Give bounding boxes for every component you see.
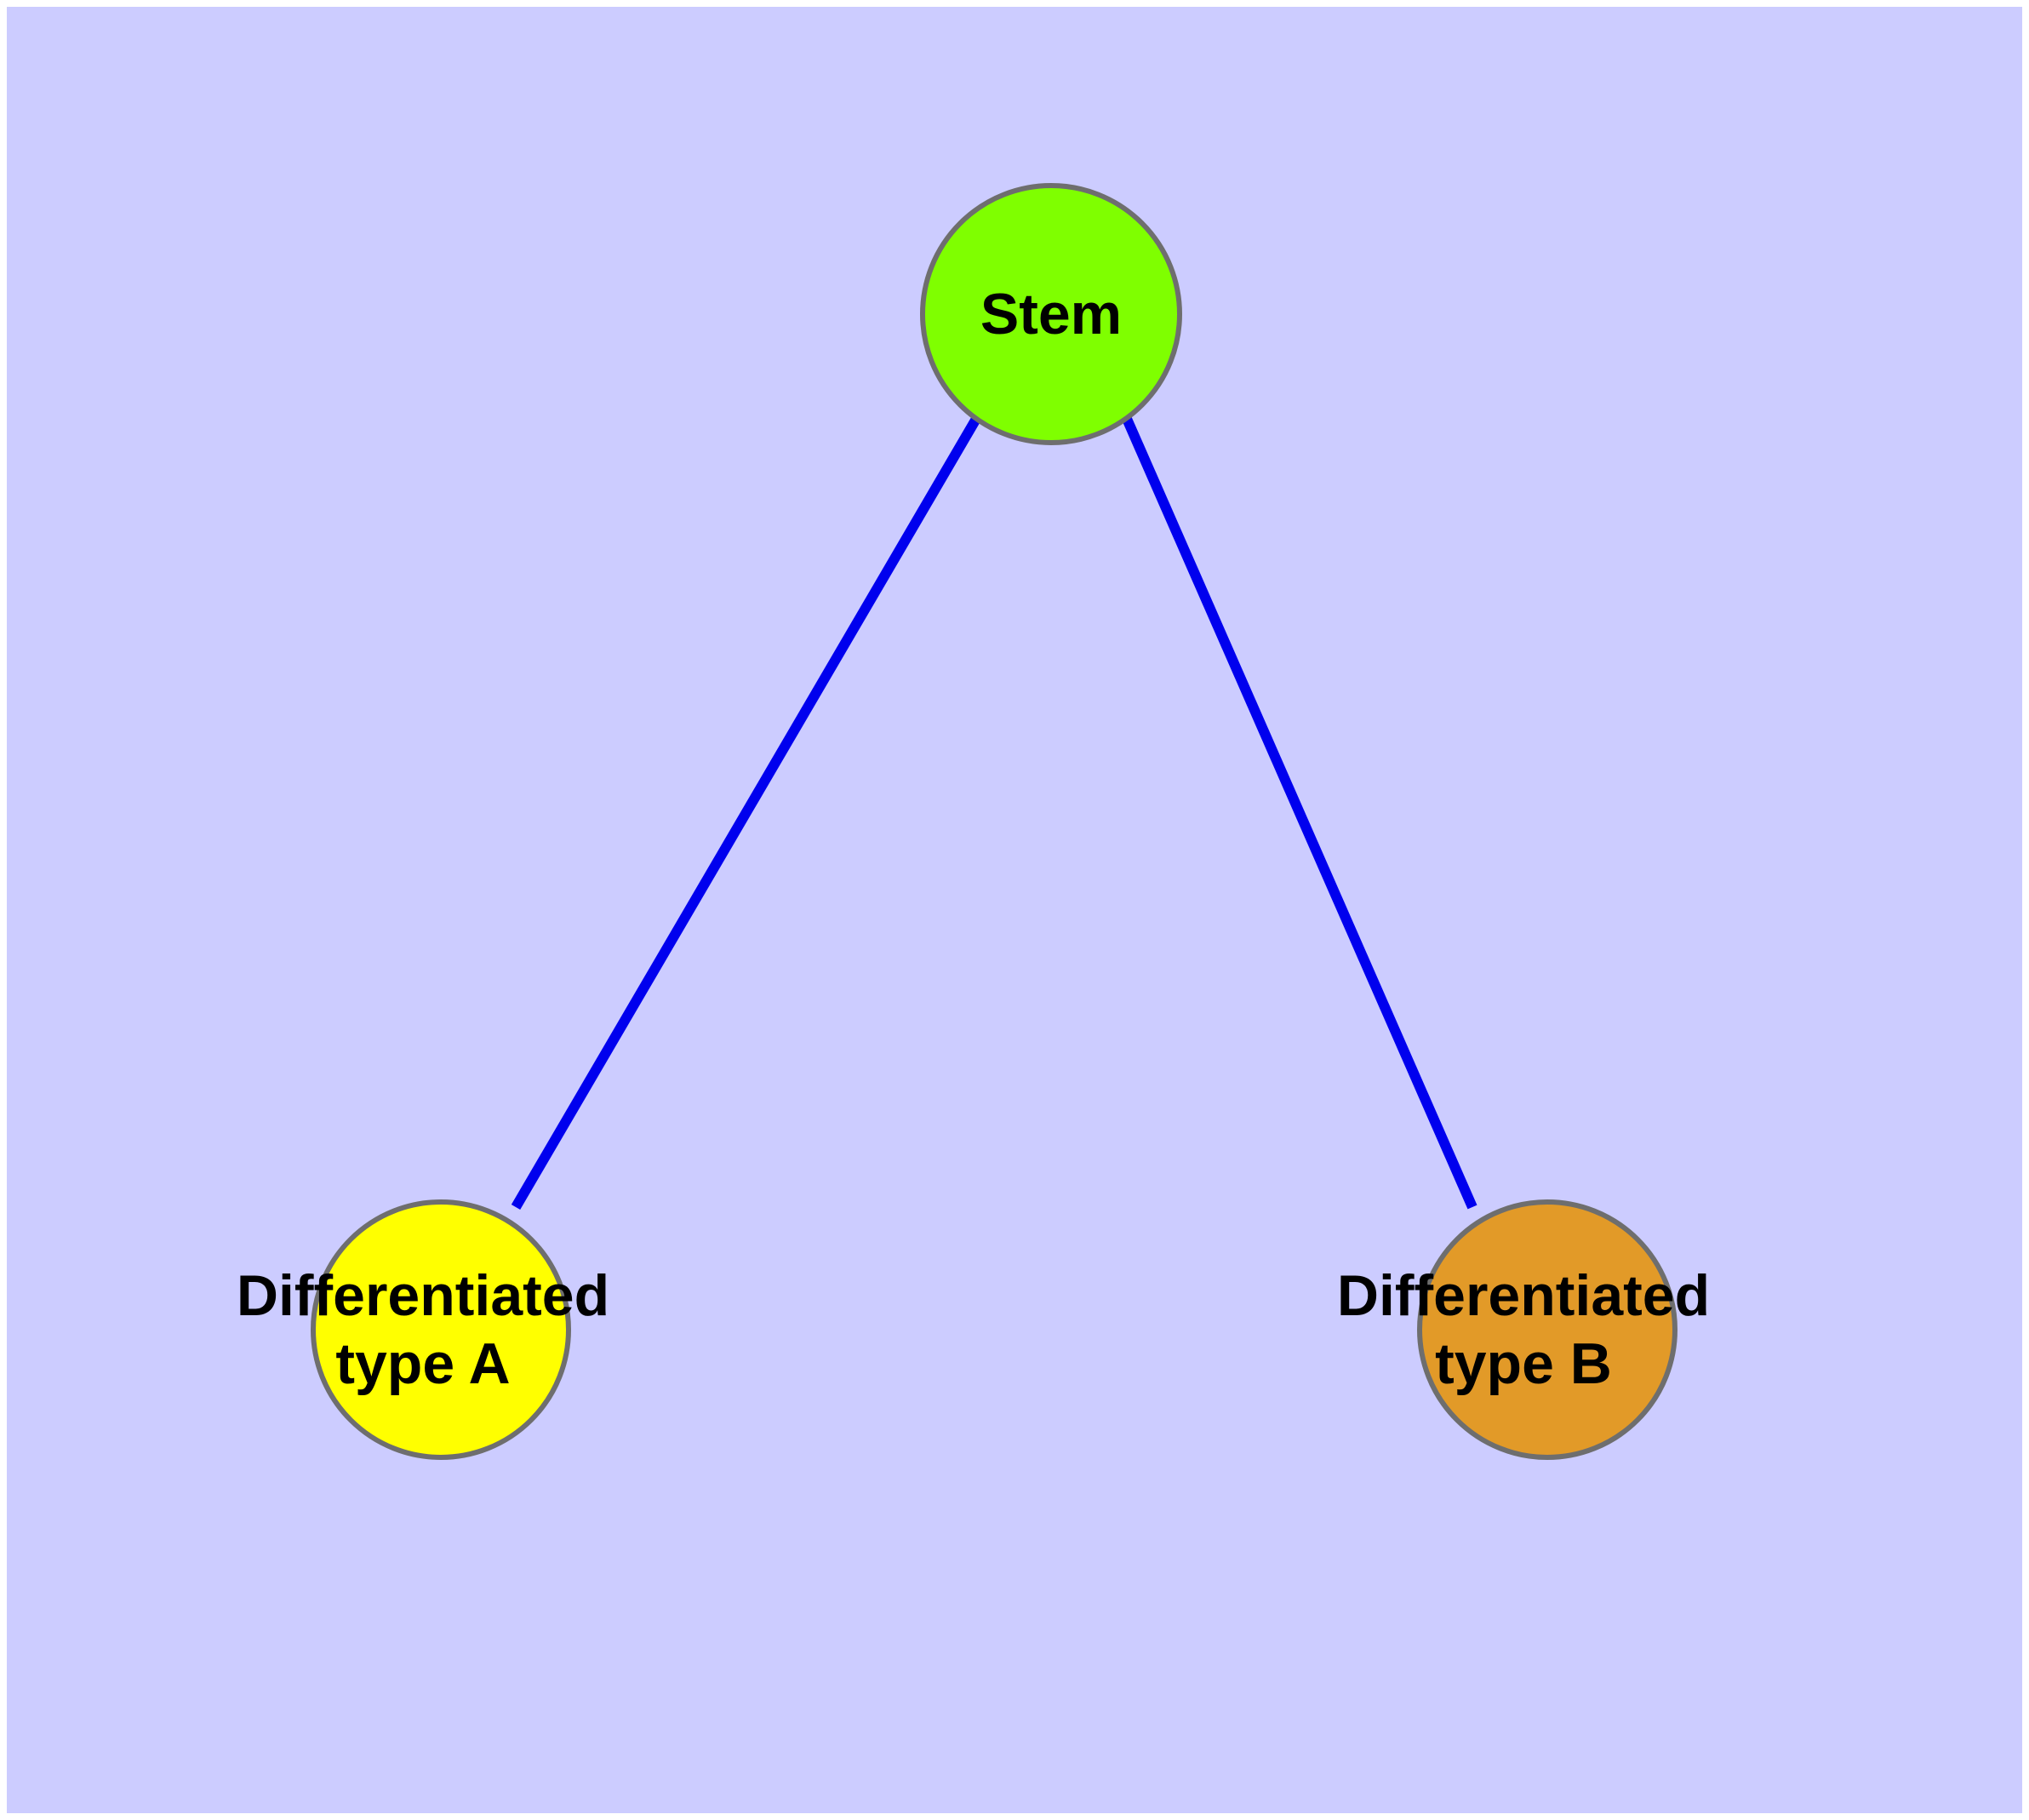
label-line: Differentiated xyxy=(237,1263,609,1328)
edge-stem-to-differentiated-type-b[interactable] xyxy=(1122,416,1477,1210)
node-differentiated-type-b-circle[interactable] xyxy=(1417,1199,1677,1460)
label-line: type B xyxy=(1435,1331,1612,1396)
node-stem-label: Stem xyxy=(980,282,1122,346)
node-differentiated-type-a-circle[interactable] xyxy=(311,1199,571,1460)
edge-stem-to-differentiated-type-a[interactable] xyxy=(511,415,981,1210)
label-line: Differentiated xyxy=(1337,1263,1710,1328)
node-stem[interactable]: Stem xyxy=(920,183,1182,445)
label-line: type A xyxy=(335,1331,510,1396)
node-stem-circle[interactable] xyxy=(920,183,1182,445)
label-line: Stem xyxy=(980,282,1122,346)
edge-layer xyxy=(511,415,1477,1210)
